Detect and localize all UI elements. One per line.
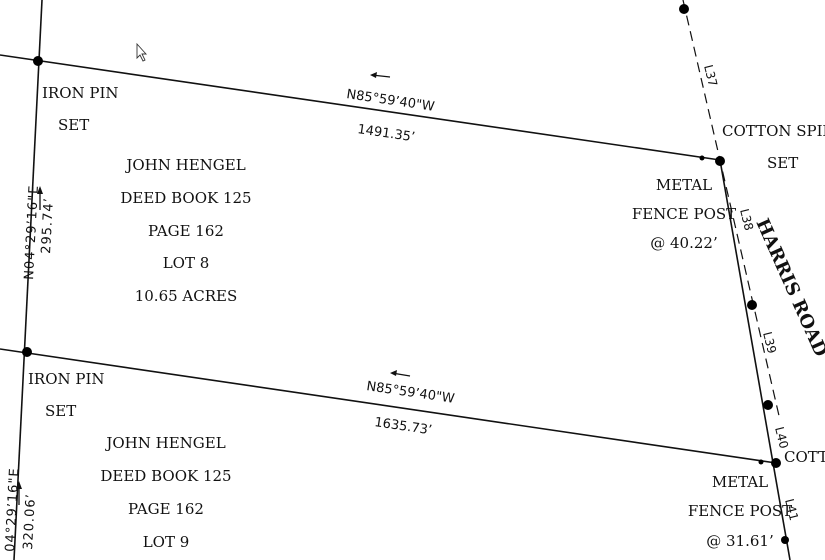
cotton-spindle-1-sub: SET — [767, 154, 798, 172]
west-lower-distance: 320.06’ — [21, 493, 39, 550]
fence-post-point-1 — [699, 155, 705, 161]
svg-text:METAL: METAL — [656, 176, 712, 194]
lot-9-page: PAGE 162 — [128, 500, 204, 518]
lot-9-lot: LOT 9 — [143, 533, 190, 551]
arrow-up-icon — [37, 186, 43, 210]
road-point-top — [679, 4, 689, 14]
iron-pin-2-sub: SET — [45, 402, 76, 420]
west-upper-bearing: N04°29’16"E — [22, 184, 42, 280]
north-boundary-line — [0, 54, 721, 161]
middle-boundary-line — [0, 348, 777, 464]
fence-post-1-label: METAL FENCE POST @ 40.22’ — [632, 176, 736, 252]
top-line-distance: 1491.35’ — [356, 122, 415, 145]
svg-text:@ 40.22’: @ 40.22’ — [650, 234, 717, 252]
west-boundary-line — [13, 0, 43, 560]
mid-line-distance: 1635.73’ — [373, 415, 432, 438]
iron-pin-point-2 — [22, 347, 32, 357]
arrow-left-icon — [390, 370, 411, 377]
road-segment-l39: L39 — [760, 330, 779, 355]
iron-pin-1-label: IRON PIN — [42, 84, 119, 102]
lot-8-page: PAGE 162 — [148, 222, 224, 240]
cotton-spindle-2-label: COTTO — [784, 448, 825, 466]
road-segment-l40: L40 — [772, 425, 791, 450]
arrow-left-icon — [370, 72, 391, 78]
svg-text:FENCE POST: FENCE POST — [632, 205, 736, 223]
mouse-cursor-icon — [136, 42, 148, 62]
road-centerline-dashed — [682, 0, 781, 421]
fence-post-2-label: METAL FENCE POST @ 31.61’ — [688, 473, 792, 550]
cotton-spindle-1-label: COTTON SPINDL — [722, 122, 825, 140]
iron-pin-1-sub: SET — [58, 116, 89, 134]
road-segment-l38: L38 — [737, 207, 756, 232]
road-segment-l37: L37 — [701, 63, 720, 88]
road-point-l40 — [763, 400, 773, 410]
fence-post-point-2 — [758, 459, 764, 465]
road-point-l41 — [781, 536, 789, 544]
cotton-spindle-point-1 — [715, 156, 725, 166]
lot-9-label-block: JOHN HENGEL DEED BOOK 125 PAGE 162 LOT 9 — [100, 434, 231, 551]
west-lower-bearing: 04°29’16"E — [3, 467, 22, 552]
lot-8-acres: 10.65 ACRES — [135, 287, 238, 305]
lot-9-deed: DEED BOOK 125 — [100, 467, 231, 485]
mid-line-bearing: N85°59’40"W — [365, 379, 455, 407]
iron-pin-2-label: IRON PIN — [28, 370, 105, 388]
svg-text:FENCE POST: FENCE POST — [688, 502, 792, 520]
west-upper-distance: 295.74’ — [39, 197, 57, 254]
lot-9-owner: JOHN HENGEL — [104, 434, 225, 452]
cotton-spindle-point-2 — [771, 458, 781, 468]
lot-8-lot: LOT 8 — [163, 254, 210, 272]
svg-text:@ 31.61’: @ 31.61’ — [706, 532, 773, 550]
lot-8-owner: JOHN HENGEL — [124, 156, 245, 174]
arrow-up-icon — [16, 481, 22, 505]
road-segment-l41: L41 — [782, 497, 801, 522]
lot-8-deed: DEED BOOK 125 — [120, 189, 251, 207]
road-point-l39 — [747, 300, 757, 310]
top-line-bearing: N85°59’40"W — [345, 87, 435, 115]
lot-8-label-block: JOHN HENGEL DEED BOOK 125 PAGE 162 LOT 8… — [120, 156, 251, 305]
svg-text:METAL: METAL — [712, 473, 768, 491]
road-east-boundary — [719, 159, 791, 560]
iron-pin-point-1 — [33, 56, 43, 66]
